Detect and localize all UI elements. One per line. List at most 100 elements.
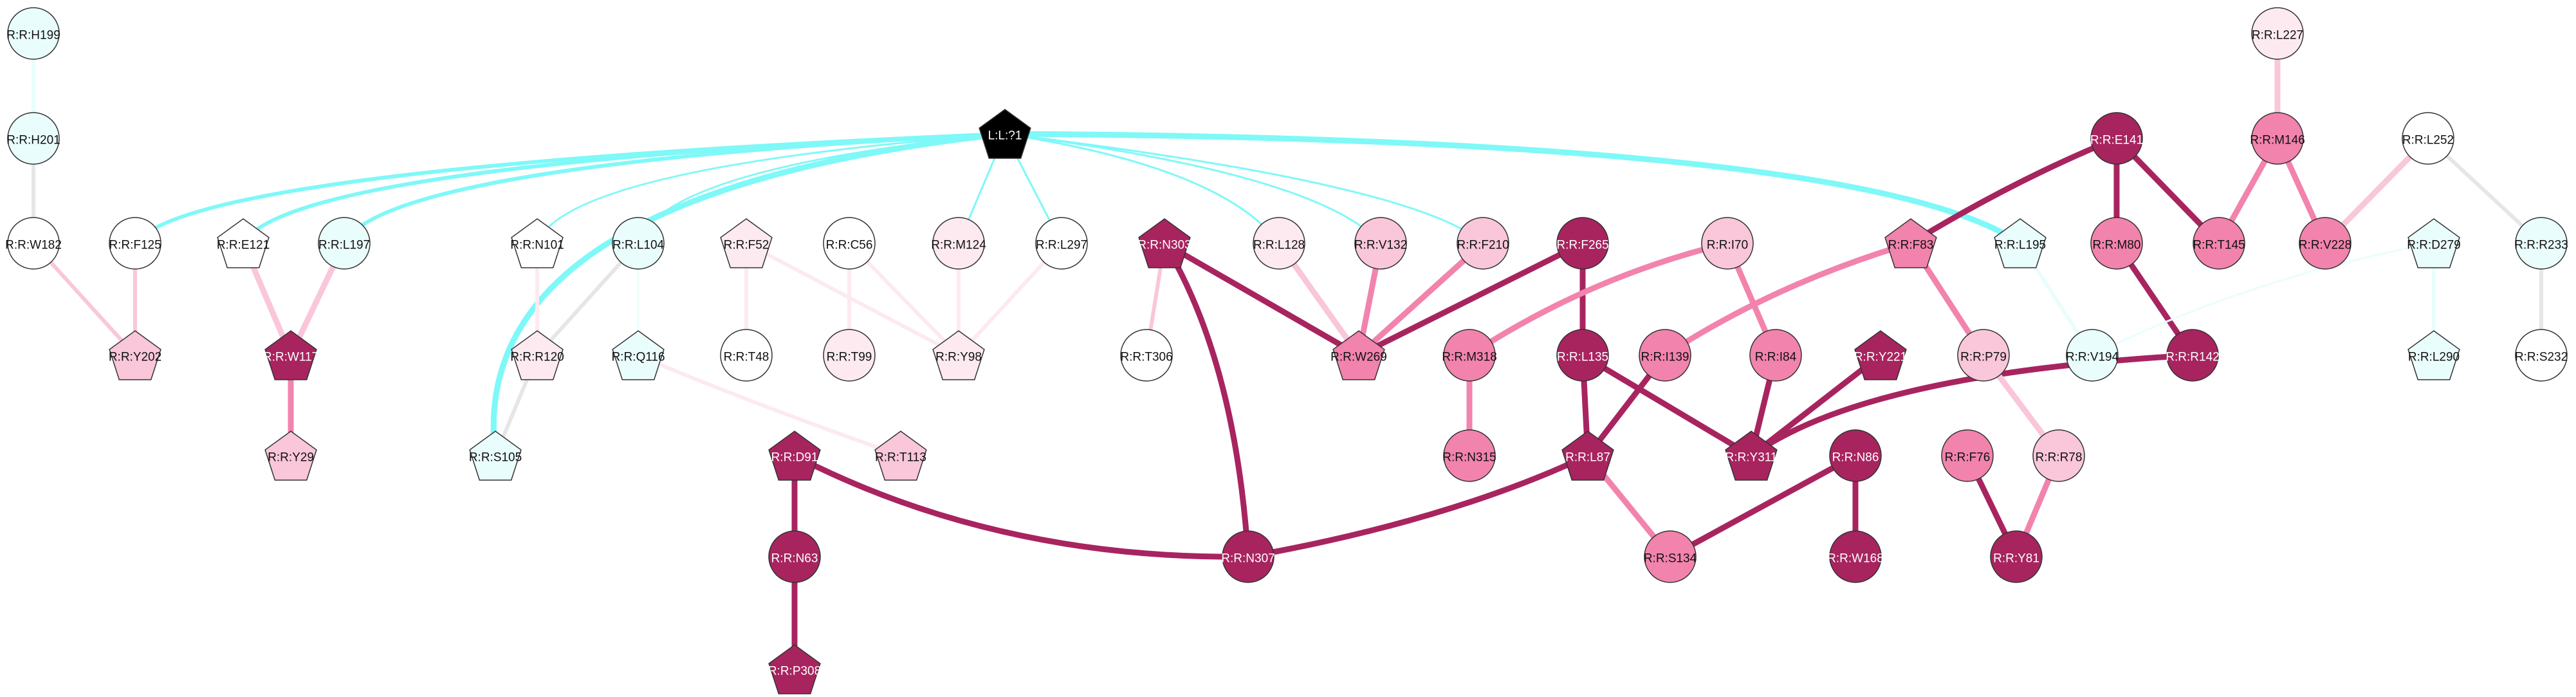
node-m80[interactable]: R:R:M80 — [2090, 217, 2143, 270]
node-shape-d279 — [2407, 218, 2460, 268]
node-f125[interactable]: R:R:F125 — [109, 217, 161, 270]
node-r78[interactable]: R:R:R78 — [2032, 429, 2085, 482]
node-shape-f210 — [1457, 217, 1509, 270]
node-shape-t145 — [2193, 217, 2245, 270]
node-shape-l290 — [2407, 330, 2460, 380]
node-n315[interactable]: R:R:N315 — [1442, 429, 1496, 482]
node-shape-l195 — [1994, 218, 2047, 268]
node-shape-lig — [979, 109, 1031, 159]
node-shape-f52 — [720, 218, 773, 268]
edge-n307-l87 — [1245, 452, 1591, 560]
node-shape-w117 — [264, 330, 317, 380]
edge-f265-w269 — [1356, 240, 1586, 358]
node-shape-y29 — [264, 431, 317, 481]
node-i84[interactable]: R:R:I84 — [1749, 329, 1802, 382]
node-c56[interactable]: R:R:C56 — [823, 217, 876, 270]
node-l135[interactable]: R:R:L135 — [1556, 329, 1609, 382]
node-l252[interactable]: R:R:L252 — [2402, 112, 2454, 165]
node-shape-l104 — [612, 217, 665, 270]
node-shape-r233 — [2515, 217, 2568, 270]
node-t306[interactable]: R:R:T306 — [1120, 329, 1173, 382]
node-shape-s134 — [1644, 530, 1697, 583]
node-l104[interactable]: R:R:L104 — [612, 217, 665, 270]
node-e141[interactable]: R:R:E141 — [2090, 112, 2143, 165]
edge-f52-y98 — [744, 241, 961, 357]
node-shape-f125 — [109, 217, 161, 270]
node-v228[interactable]: R:R:V228 — [2299, 217, 2351, 270]
node-t145[interactable]: R:R:T145 — [2193, 217, 2245, 270]
node-shape-n303 — [1138, 218, 1191, 268]
edge-n86-s134 — [1667, 452, 1859, 560]
node-shape-p308 — [768, 644, 821, 694]
node-shape-i84 — [1749, 329, 1802, 382]
node-r233[interactable]: R:R:R233 — [2514, 217, 2568, 270]
edge-lig-l197 — [342, 132, 1007, 245]
node-s134[interactable]: R:R:S134 — [1644, 530, 1697, 583]
node-shape-i139 — [1639, 329, 1691, 382]
node-shape-m318 — [1443, 329, 1496, 382]
node-h201[interactable]: R:R:H201 — [6, 112, 60, 165]
node-shape-m80 — [2090, 217, 2143, 270]
node-n63[interactable]: R:R:N63 — [768, 530, 821, 583]
node-shape-t113 — [874, 431, 927, 481]
node-l297[interactable]: R:R:L297 — [1035, 217, 1088, 270]
node-n86[interactable]: R:R:N86 — [1829, 429, 1882, 482]
node-r142[interactable]: R:R:R142 — [2166, 329, 2220, 382]
node-l128[interactable]: R:R:L128 — [1253, 217, 1305, 270]
node-shape-n101 — [511, 218, 564, 268]
node-i139[interactable]: R:R:I139 — [1639, 329, 1691, 382]
node-shape-f83 — [1884, 218, 1937, 268]
node-shape-n86 — [1829, 429, 1882, 482]
node-n307[interactable]: R:R:N307 — [1221, 530, 1275, 583]
node-shape-f76 — [1941, 429, 1994, 482]
node-shape-r142 — [2166, 329, 2219, 382]
node-l197[interactable]: R:R:L197 — [318, 217, 371, 270]
node-shape-h199 — [7, 7, 60, 60]
node-p79[interactable]: R:R:P79 — [1957, 329, 2010, 382]
node-shape-y81 — [1990, 530, 2043, 583]
node-shape-n307 — [1222, 530, 1274, 583]
node-shape-l227 — [2251, 7, 2304, 60]
node-f265[interactable]: R:R:F265 — [1556, 217, 1609, 270]
node-f76[interactable]: R:R:F76 — [1941, 429, 1994, 482]
node-shape-l135 — [1556, 329, 1609, 382]
node-shape-p79 — [1957, 329, 2010, 382]
node-shape-l128 — [1253, 217, 1305, 270]
node-shape-l87 — [1561, 431, 1614, 481]
node-shape-y202 — [109, 330, 161, 380]
node-shape-v194 — [2066, 329, 2119, 382]
node-f210[interactable]: R:R:F210 — [1457, 217, 1509, 270]
node-s232[interactable]: R:R:S232 — [2515, 329, 2568, 382]
edge-f83-i139 — [1662, 240, 1914, 358]
node-i70[interactable]: R:R:I70 — [1701, 217, 1754, 270]
node-shape-e121 — [217, 218, 270, 268]
node-shape-w182 — [7, 217, 60, 270]
node-t99[interactable]: R:R:T99 — [823, 329, 876, 382]
node-l227[interactable]: R:R:L227 — [2251, 7, 2304, 60]
node-shape-n63 — [768, 530, 821, 583]
node-v132[interactable]: R:R:V132 — [1354, 217, 1407, 270]
node-shape-l197 — [318, 217, 371, 270]
edge-f210-w269 — [1356, 240, 1486, 358]
node-h199[interactable]: R:R:H199 — [6, 7, 60, 60]
edge-i70-m318 — [1466, 240, 1731, 358]
node-shape-t99 — [823, 329, 876, 382]
node-shape-f265 — [1556, 217, 1609, 270]
node-t48[interactable]: R:R:T48 — [720, 329, 773, 382]
edge-n303-w269 — [1161, 240, 1362, 358]
edge-n303-n307 — [1161, 240, 1251, 560]
node-shape-h201 — [7, 112, 60, 165]
node-y81[interactable]: R:R:Y81 — [1990, 530, 2043, 583]
node-shape-e141 — [2090, 112, 2143, 165]
node-shape-n315 — [1443, 429, 1496, 482]
node-shape-y98 — [932, 330, 985, 380]
node-shape-y221 — [1854, 330, 1907, 380]
node-shape-s232 — [2515, 329, 2568, 382]
node-shape-v132 — [1354, 217, 1407, 270]
node-v194[interactable]: R:R:V194 — [2066, 329, 2119, 382]
node-shape-l252 — [2402, 112, 2454, 165]
node-shape-r120 — [511, 330, 564, 380]
node-shape-s105 — [469, 431, 522, 481]
edge-lig-v132 — [1004, 133, 1382, 245]
